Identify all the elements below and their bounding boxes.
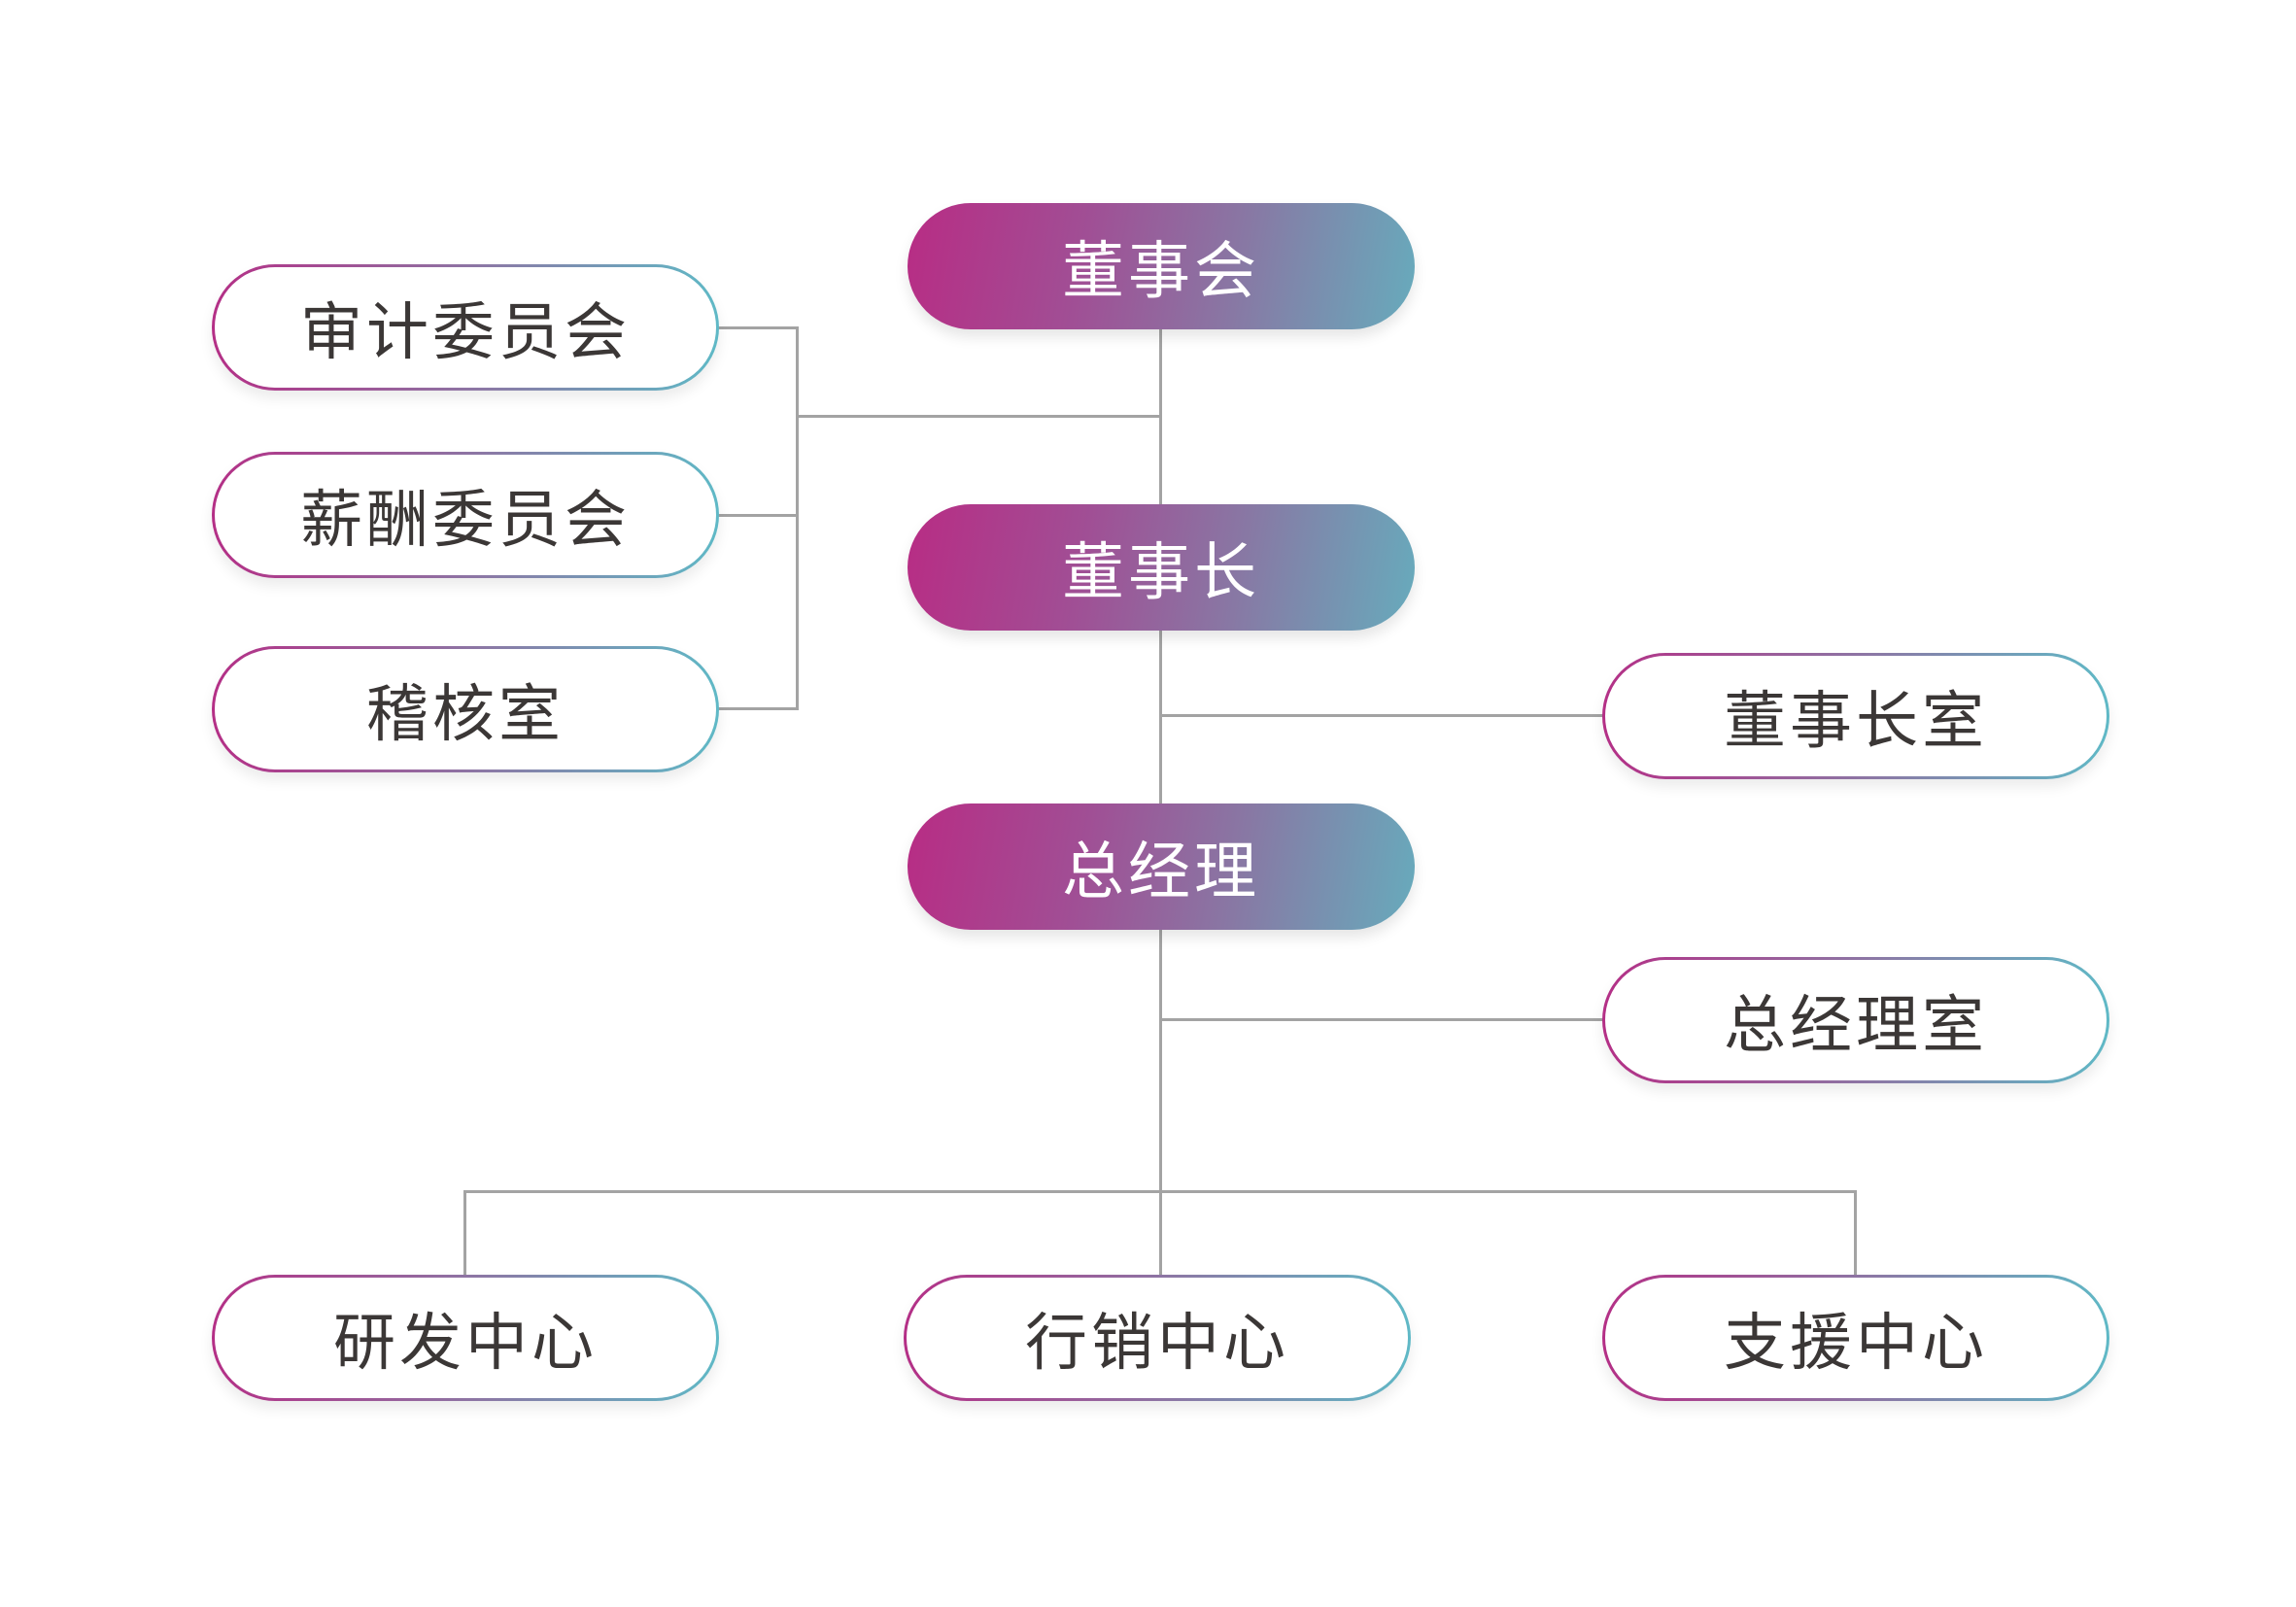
node-remuneration-committee[interactable]: 薪酬委员会 bbox=[212, 452, 719, 578]
connector-marketing-center bbox=[1159, 1190, 1162, 1276]
node-gm-office[interactable]: 总经理室 bbox=[1602, 957, 2109, 1083]
connector-audit-office bbox=[717, 707, 799, 710]
connector-remuneration-committee bbox=[717, 514, 799, 517]
node-rd-center[interactable]: 研发中心 bbox=[212, 1275, 719, 1401]
node-audit-office[interactable]: 稽核室 bbox=[212, 646, 719, 772]
node-general-manager[interactable]: 总经理 bbox=[908, 804, 1415, 930]
connector-audit-committee bbox=[717, 326, 799, 329]
node-label: 支援中心 bbox=[1724, 1308, 1988, 1380]
connector-committee-bracket bbox=[796, 326, 799, 710]
node-label: 总经理 bbox=[1062, 837, 1260, 908]
node-chairman[interactable]: 董事长 bbox=[908, 504, 1415, 631]
node-label: 董事长 bbox=[1062, 537, 1260, 609]
node-label: 董事长室 bbox=[1724, 686, 1988, 758]
connector-main-trunk bbox=[1159, 327, 1162, 1192]
node-label: 稽核室 bbox=[366, 679, 565, 751]
node-chairman-office[interactable]: 董事长室 bbox=[1602, 653, 2109, 779]
connector-rd-center bbox=[463, 1190, 466, 1276]
connector-chairman-office bbox=[1159, 714, 1604, 717]
node-label: 研发中心 bbox=[333, 1308, 598, 1380]
node-marketing-center[interactable]: 行销中心 bbox=[904, 1275, 1411, 1401]
node-label: 行销中心 bbox=[1025, 1308, 1289, 1380]
node-label: 总经理室 bbox=[1724, 990, 1988, 1062]
node-label: 薪酬委员会 bbox=[300, 485, 631, 557]
node-audit-committee[interactable]: 审计委员会 bbox=[212, 264, 719, 391]
connector-committees-to-trunk bbox=[796, 415, 1161, 418]
node-board[interactable]: 董事会 bbox=[908, 203, 1415, 329]
node-support-center[interactable]: 支援中心 bbox=[1602, 1275, 2109, 1401]
node-label: 审计委员会 bbox=[300, 297, 631, 369]
connector-gm-office bbox=[1159, 1018, 1604, 1021]
node-label: 董事会 bbox=[1062, 236, 1260, 308]
connector-support-center bbox=[1854, 1190, 1857, 1276]
